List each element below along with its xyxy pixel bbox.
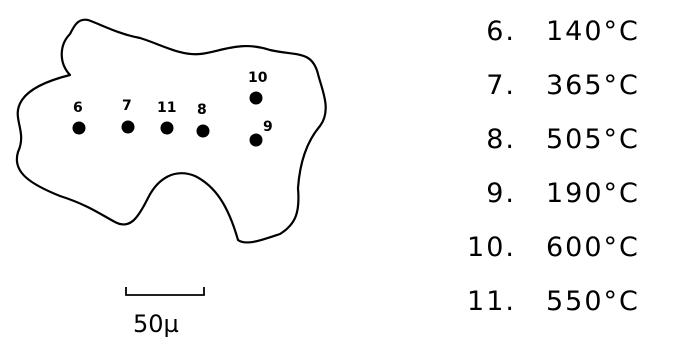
legend-row: 7. 365°C <box>448 70 668 124</box>
point-6-label: 6 <box>73 100 83 116</box>
legend-temperature: 600°C <box>546 232 640 263</box>
legend-number: 10. <box>467 232 516 263</box>
legend-temperature: 190°C <box>546 178 640 209</box>
point-10-label: 10 <box>248 70 268 86</box>
legend-row: 11. 550°C <box>448 286 668 340</box>
legend-number: 11. <box>467 286 516 317</box>
point-9-label: 9 <box>263 119 273 135</box>
legend-number: 8. <box>486 124 516 155</box>
legend-temperature: 140°C <box>546 16 640 47</box>
legend-row: 6. 140°C <box>448 16 668 70</box>
scale-bar-label: 50µ <box>133 310 179 338</box>
legend-number: 9. <box>486 178 516 209</box>
point-6-dot <box>72 121 86 135</box>
legend-number: 7. <box>486 70 516 101</box>
legend-temperature: 550°C <box>546 286 640 317</box>
legend-row: 10. 600°C <box>448 232 668 286</box>
legend-number: 6. <box>486 16 516 47</box>
legend-row: 8. 505°C <box>448 124 668 178</box>
point-9-dot <box>249 133 263 147</box>
point-8-dot <box>196 124 210 138</box>
point-10-dot <box>249 91 263 105</box>
legend-row: 9. 190°C <box>448 178 668 232</box>
point-8-label: 8 <box>197 102 207 118</box>
point-7-dot <box>121 120 135 134</box>
grain-outline <box>15 18 327 244</box>
legend-temperature: 505°C <box>546 124 640 155</box>
legend-temperature: 365°C <box>546 70 640 101</box>
point-11-dot <box>160 121 174 135</box>
scale-bar <box>125 287 205 296</box>
point-7-label: 7 <box>122 98 132 114</box>
temperature-legend: 6. 140°C 7. 365°C 8. 505°C 9. 190°C 10. … <box>448 16 668 340</box>
point-11-label: 11 <box>157 100 176 116</box>
